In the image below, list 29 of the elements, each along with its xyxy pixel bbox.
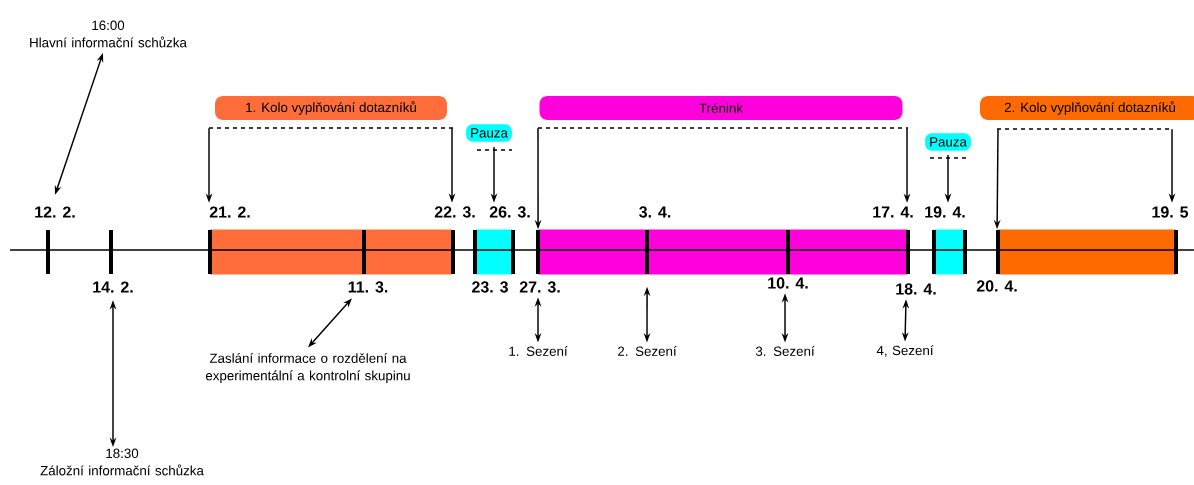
date-label: 23. 3 [472, 281, 508, 293]
date-label: 22. 3. [434, 206, 475, 218]
annotation-text: 16:00 Hlavní informační schůzka [30, 20, 187, 48]
date-label: 26. 3. [489, 206, 530, 218]
date-label: 19. 5 [1152, 206, 1189, 218]
date-label: 21. 2. [209, 206, 250, 218]
phase-band: 1. Kolo vyplňování dotazníků [215, 96, 447, 120]
annotation-text: 4, Sezení [876, 345, 934, 357]
timeline-bar [998, 229, 1176, 275]
date-label: 19. 4. [925, 206, 965, 218]
phase-band: 2. Kolo vyplňování dotazníků [980, 96, 1194, 120]
pause-badge: Pauza [925, 133, 971, 151]
annotation-text: Zaslání informace o rozdělení na experimentální a kontrolní skupinu [205, 353, 410, 383]
phase-band: Trénink [539, 96, 903, 120]
date-label: 11. 3. [348, 281, 388, 293]
timeline-bar [538, 229, 908, 275]
date-label: 12. 2. [35, 206, 75, 218]
pause-badge: Pauza [466, 124, 512, 142]
date-label: 27. 3. [519, 281, 560, 293]
timeline-bar [209, 229, 453, 275]
date-label: 20. 4. [976, 280, 1017, 292]
annotation-text: 2. Sezení [618, 346, 677, 356]
date-label: 17. 4. [873, 206, 913, 218]
date-label: 14. 2. [93, 281, 133, 293]
annotation-text: 18:30 Záložní informační schůzka [40, 448, 204, 476]
date-label: 18. 4. [896, 283, 936, 295]
annotation-text: 1. Sezení [509, 346, 568, 356]
annotation-text: 3. Sezení [755, 346, 815, 356]
date-label: 10. 4. [768, 277, 808, 289]
